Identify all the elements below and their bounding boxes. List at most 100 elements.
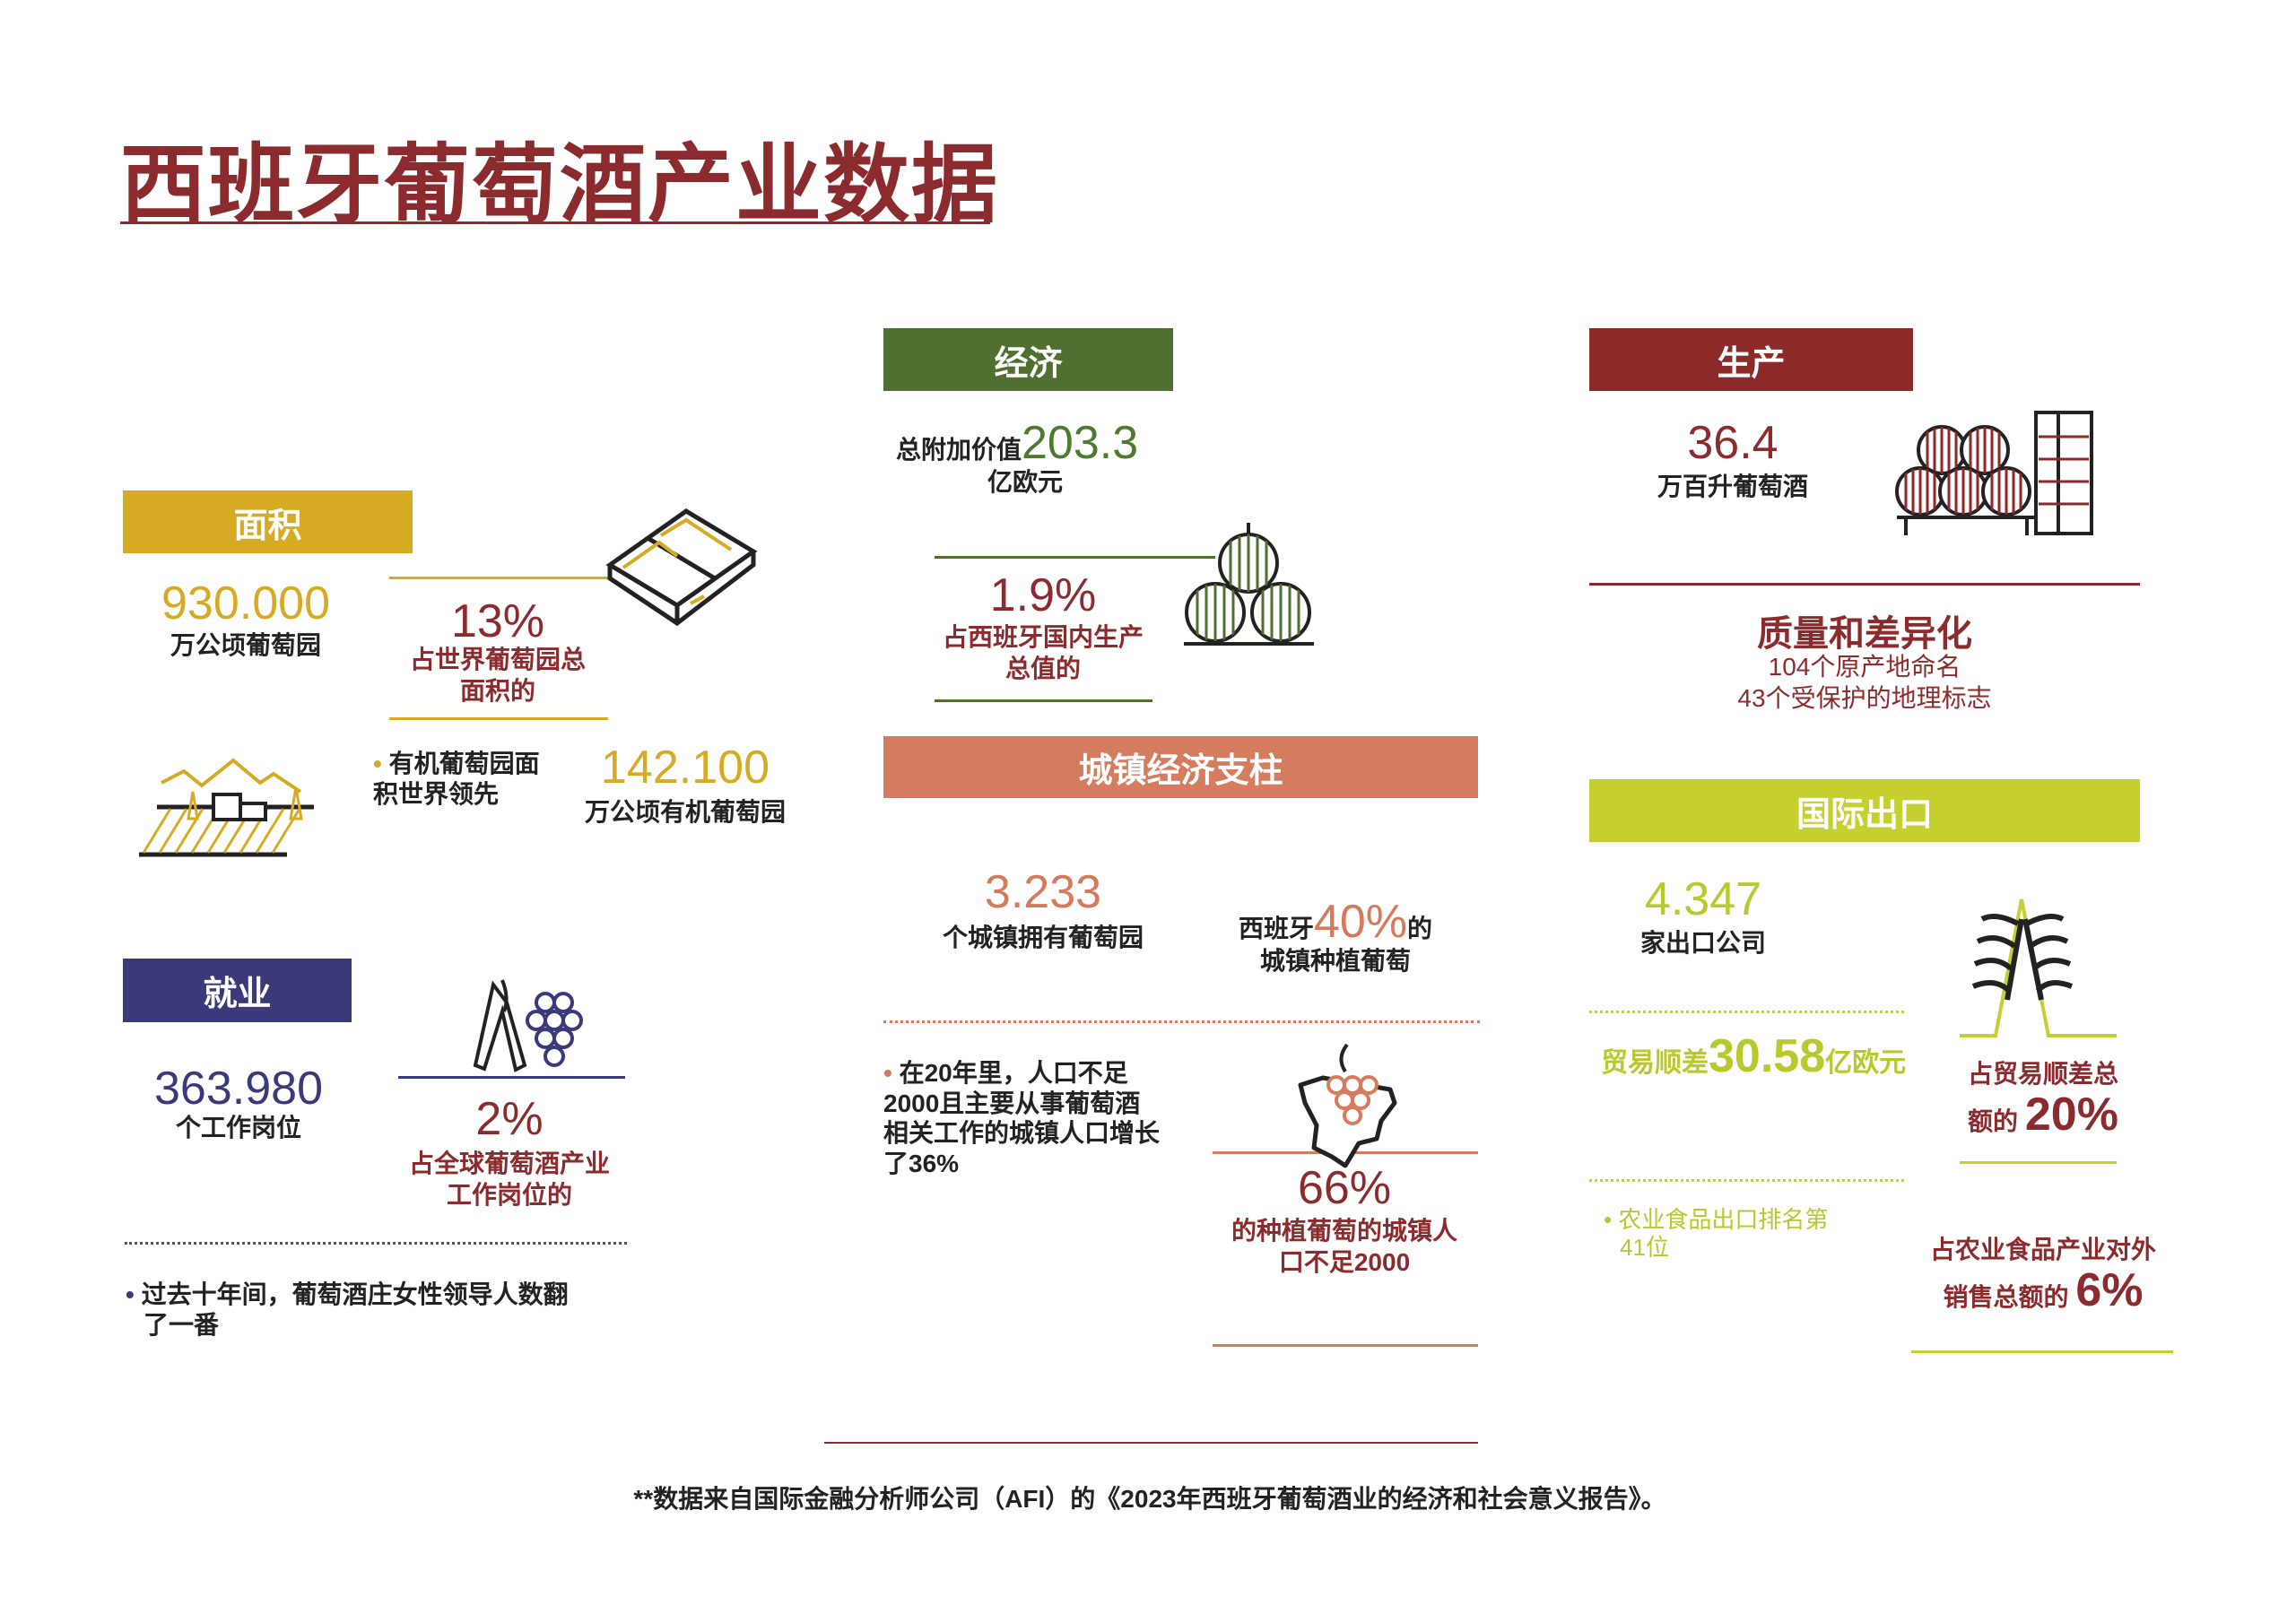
- world-share-value: 13%: [450, 595, 545, 647]
- divider: [398, 1076, 625, 1079]
- note-line: 2000且主要从事葡萄酒: [883, 1089, 1141, 1117]
- companies-label: 家出口公司: [1639, 929, 1767, 957]
- label-line: 占西班牙国内生产: [942, 623, 1144, 651]
- vineyard-label: 万公顷葡萄园: [170, 631, 322, 659]
- divider: [1960, 1161, 2117, 1164]
- agri-share-value: 6%: [2075, 1264, 2144, 1316]
- divider: [389, 717, 608, 720]
- economy-header: 经济: [883, 328, 1173, 391]
- note-text: 在20年里，人口不足: [899, 1059, 1128, 1087]
- label-text: 额的: [1968, 1107, 2019, 1135]
- barrels-rack-icon: [1895, 411, 2093, 535]
- dotted-divider: [1589, 1011, 1904, 1013]
- note-line: 积世界领先: [373, 779, 500, 808]
- label-line: 占贸易顺差总: [1967, 1060, 2119, 1088]
- agri-share: 占农业食品产业对外 销售总额的 6%: [1930, 1234, 2156, 1316]
- label-line: 销售总额的 6%: [1930, 1264, 2156, 1316]
- note-line: 41位: [1620, 1234, 1669, 1262]
- gdp-share-value: 1.9%: [989, 569, 1097, 621]
- population-note: • 在20年里，人口不足 2000且主要从事葡萄酒 相关工作的城镇人口增长 了3…: [883, 1058, 1160, 1178]
- surplus-unit: 亿欧元: [1825, 1048, 1907, 1078]
- organic-note: • 有机葡萄园面 积世界领先: [373, 749, 540, 809]
- production-header: 生产: [1589, 328, 1913, 391]
- divider: [935, 556, 1215, 559]
- quality-lines: 104个原产地命名 43个受保护的地理标志: [1737, 651, 1991, 714]
- label-text: 销售总额的: [1943, 1283, 2069, 1311]
- women-leaders-note: • 过去十年间，葡萄酒庄女性领导人数翻 了一番: [126, 1280, 569, 1340]
- towns-pct: 西班牙40%的: [1238, 896, 1433, 948]
- divider: [389, 577, 608, 579]
- label-line: 额的 20%: [1968, 1089, 2118, 1141]
- trade-surplus: 贸易顺差30.58亿欧元: [1601, 1030, 1907, 1082]
- wine-bottles-icon: [1960, 898, 2117, 1037]
- label-line: 总值的: [1004, 655, 1082, 682]
- label-line: 43个受保护的地理标志: [1737, 684, 1992, 712]
- organic-value: 142.100: [601, 742, 770, 794]
- towns-label: 个城镇拥有葡萄园: [942, 924, 1144, 951]
- towns-value: 3.233: [984, 866, 1102, 918]
- label-line: 面积的: [459, 677, 536, 705]
- dotted-divider: [1589, 1179, 1904, 1182]
- note-line: • 有机葡萄园面: [373, 750, 540, 777]
- towns-pct-label: 城镇种植葡萄: [1259, 947, 1412, 975]
- rank-note: • 农业食品出口排名第 41位: [1604, 1206, 1828, 1262]
- note-line: 了36%: [883, 1149, 960, 1177]
- landscape-icon: [139, 758, 314, 857]
- jobs-label: 个工作岗位: [175, 1114, 302, 1141]
- note-text: 过去十年间，葡萄酒庄女性领导人数翻: [141, 1280, 569, 1308]
- label-line: 占世界葡萄园总: [409, 646, 587, 673]
- pct-suffix: 的: [1407, 915, 1433, 942]
- jobs-share-label: 占全球葡萄酒产业 工作岗位的: [409, 1148, 610, 1211]
- towns-header: 城镇经济支柱: [883, 736, 1478, 798]
- title-underline: [120, 221, 990, 224]
- divider: [935, 699, 1152, 702]
- note-line: 相关工作的城镇人口增长: [883, 1119, 1161, 1148]
- label-line: 的种植葡萄的城镇人: [1231, 1217, 1458, 1245]
- gva-value: 203.3: [1022, 417, 1139, 469]
- surplus-prefix: 贸易顺差: [1601, 1048, 1709, 1078]
- surplus-value: 30.58: [1709, 1030, 1826, 1082]
- gdp-share-label: 占西班牙国内生产 总值的: [943, 621, 1144, 684]
- small-towns-value: 66%: [1297, 1162, 1392, 1214]
- quality-title: 质量和差异化: [1757, 614, 1972, 654]
- dotted-divider: [125, 1242, 627, 1245]
- note-text: 有机葡萄园面: [388, 750, 540, 777]
- note-line: • 农业食品出口排名第: [1604, 1206, 1829, 1233]
- jobs-share-value: 2%: [475, 1093, 544, 1145]
- small-towns-label: 的种植葡萄的城镇人 口不足2000: [1231, 1215, 1457, 1278]
- employment-header: 就业: [123, 959, 352, 1022]
- divider: [1589, 583, 2140, 586]
- label-line: 口不足2000: [1278, 1248, 1411, 1276]
- companies-value: 4.347: [1644, 873, 1762, 925]
- gva-prefix: 总附加价值: [896, 436, 1022, 464]
- volume-value: 36.4: [1687, 417, 1779, 469]
- organic-label: 万公顷有机葡萄园: [584, 798, 787, 826]
- footer-source: **数据来自国际金融分析师公司（AFI）的《2023年西班牙葡萄酒业的经济和社会…: [633, 1485, 1666, 1513]
- note-line: • 在20年里，人口不足: [883, 1059, 1128, 1087]
- label-line: 占全球葡萄酒产业: [408, 1150, 611, 1177]
- gva-unit: 亿欧元: [987, 468, 1064, 496]
- volume-label: 万百升葡萄酒: [1657, 473, 1809, 500]
- footer-divider: [824, 1442, 1478, 1444]
- pct-value: 40%: [1313, 896, 1408, 948]
- area-header: 面积: [123, 490, 413, 553]
- vineyard-value: 930.000: [161, 577, 330, 629]
- divider: [1911, 1350, 2173, 1353]
- wine-barrels-icon: [1184, 523, 1314, 646]
- pruning-shears-grapes-icon: [473, 979, 583, 1072]
- note-line: 了一番: [144, 1310, 220, 1339]
- jobs-value: 363.980: [154, 1063, 323, 1115]
- gva: 总附加价值203.3: [896, 417, 1139, 469]
- note-text: 农业食品出口排名第: [1618, 1206, 1829, 1233]
- label-line: 工作岗位的: [446, 1181, 573, 1209]
- dotted-divider: [883, 1020, 1480, 1023]
- world-share-label: 占世界葡萄园总 面积的: [410, 644, 586, 707]
- label-line: 104个原产地命名: [1768, 653, 1961, 681]
- pct-prefix: 西班牙: [1238, 915, 1314, 942]
- vineyard-plot-icon: [605, 508, 758, 627]
- divider: [1213, 1344, 1478, 1347]
- surplus-share: 占贸易顺差总 额的 20%: [1968, 1058, 2118, 1141]
- spain-map-grapes-icon: [1298, 1043, 1397, 1168]
- surplus-share-value: 20%: [2024, 1089, 2118, 1141]
- label-line: 占农业食品产业对外: [1929, 1236, 2157, 1263]
